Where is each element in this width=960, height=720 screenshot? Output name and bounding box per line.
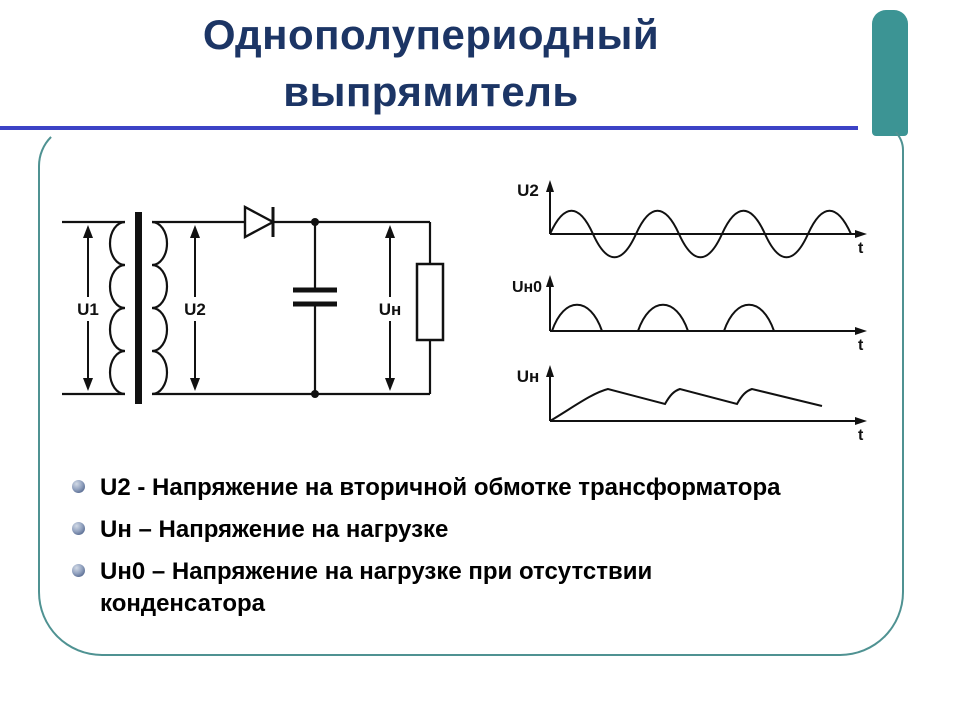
bullet-icon xyxy=(72,522,85,536)
list-item: U2 - Напряжение на вторичной обмотке тра… xyxy=(72,472,872,503)
bullet-text-un: Uн – Напряжение на нагрузке xyxy=(100,516,449,544)
bullet-text-un0: Uн0 – Напряжение на нагрузке при отсутст… xyxy=(100,558,653,617)
rectifier-circuit-diagram: U1 U2 Uн xyxy=(62,204,445,404)
slide-title: Однополупериодный выпрямитель xyxy=(0,6,862,120)
graph-u2: U2 t xyxy=(517,180,867,259)
graph-un0-label: Uн0 xyxy=(512,279,542,296)
transformer-core xyxy=(135,212,142,404)
content-frame xyxy=(38,124,904,656)
bullet-icon xyxy=(72,564,85,578)
graph-un0-t-label: t xyxy=(858,337,864,354)
transformer-secondary-coil xyxy=(151,220,169,396)
waveform-graphs: U2 t Uн0 t Uн t xyxy=(512,180,867,444)
transformer-primary-coil xyxy=(108,220,126,396)
un-voltage-arrow: Uн xyxy=(373,225,407,391)
bullet-icon xyxy=(72,480,85,493)
halfwave-curve xyxy=(551,303,775,332)
u2-voltage-arrow: U2 xyxy=(178,225,212,391)
graph-un: Uн t xyxy=(517,365,867,444)
slide-title-line1: Однополупериодный xyxy=(202,11,660,58)
bullet-list: U2 - Напряжение на вторичной обмотке тра… xyxy=(72,472,872,630)
title-underline xyxy=(0,126,858,130)
ripple-curve xyxy=(549,387,823,422)
load-resistor-symbol xyxy=(415,262,445,342)
u1-voltage-arrow: U1 xyxy=(71,225,105,391)
graph-u2-label: U2 xyxy=(517,181,539,200)
circuit-wires xyxy=(62,220,432,396)
sine-curve xyxy=(549,209,852,259)
graph-u2-t-label: t xyxy=(858,240,864,257)
graph-un-label: Uн xyxy=(517,367,540,386)
capacitor-symbol xyxy=(293,287,337,307)
u1-label: U1 xyxy=(77,300,99,319)
teal-accent-bar xyxy=(872,10,908,136)
list-item: Uн – Напряжение на нагрузке xyxy=(72,514,872,545)
bullet-text-u2: U2 - Напряжение на вторичной обмотке тра… xyxy=(100,474,781,501)
graph-un-t-label: t xyxy=(858,427,864,444)
graph-un0: Uн0 t xyxy=(512,275,867,354)
un-label: Uн xyxy=(379,300,402,319)
u2-label: U2 xyxy=(184,300,206,319)
diode-symbol xyxy=(243,204,276,240)
slide-title-line2: выпрямитель xyxy=(283,68,579,116)
junction-dots xyxy=(311,218,319,398)
list-item: Uн0 – Напряжение на нагрузке при отсутст… xyxy=(72,556,872,618)
